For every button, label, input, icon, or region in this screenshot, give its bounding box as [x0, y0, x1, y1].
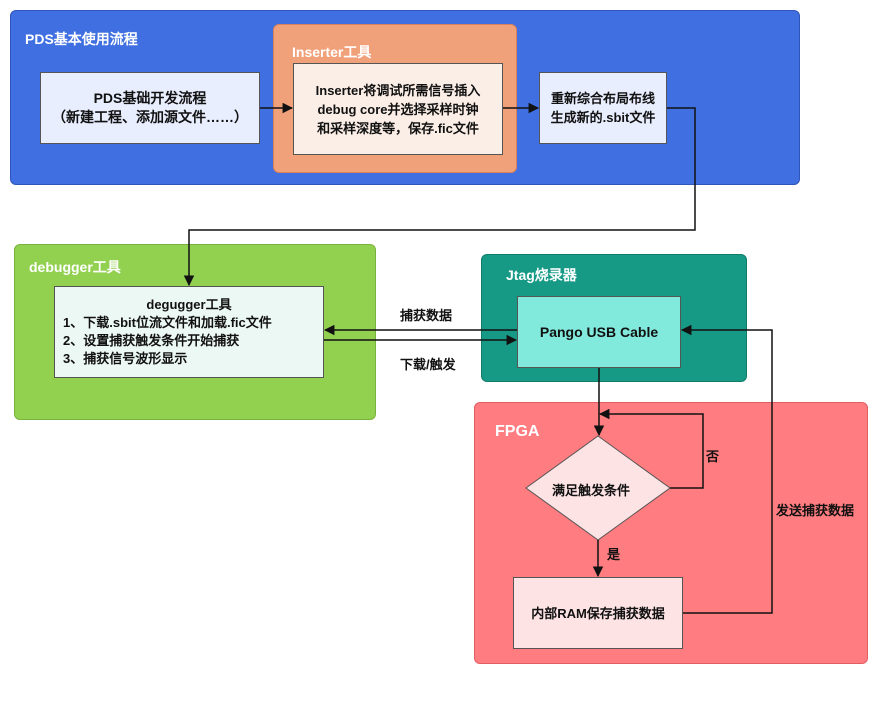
jtag-region-title: Jtag烧录器 — [506, 267, 577, 283]
inserter-line3: 和采样深度等，保存.fic文件 — [317, 120, 479, 136]
pds-flow-node: PDS基础开发流程 （新建工程、添加源文件……） — [40, 72, 260, 144]
degugger-node: degugger工具 1、下载.sbit位流文件和加载.fic文件 2、设置捕获… — [54, 286, 324, 378]
debugger-region-title: debugger工具 — [29, 259, 121, 275]
inserter-line2: debug core并选择采样时钟 — [317, 101, 479, 117]
pango-label: Pango USB Cable — [539, 323, 659, 340]
resynth-line1: 重新综合布局布线 — [550, 91, 655, 106]
ram-node: 内部RAM保存捕获数据 — [513, 577, 683, 649]
condition-label: 满足触发条件 — [552, 483, 631, 498]
inserter-line1: Inserter将调试所需信号插入 — [315, 82, 481, 98]
edge-label-no: 否 — [706, 449, 720, 464]
pds-flow-line2: （新建工程、添加源文件……） — [52, 109, 248, 125]
resynth-node: 重新综合布局布线 生成新的.sbit文件 — [539, 72, 667, 144]
degugger-item-1: 1、下载.sbit位流文件和加载.fic文件 — [63, 315, 272, 330]
inserter-node: Inserter将调试所需信号插入 debug core并选择采样时钟 和采样深… — [293, 63, 503, 155]
pango-usb-cable-node: Pango USB Cable — [517, 296, 681, 368]
edge-label-capture-data: 捕获数据 — [400, 308, 453, 323]
degugger-item-3: 3、捕获信号波形显示 — [63, 351, 188, 366]
inserter-region-title: Inserter工具 — [292, 44, 372, 60]
pds-region-title: PDS基本使用流程 — [25, 31, 138, 47]
edge-label-download-trigger: 下载/触发 — [400, 357, 456, 372]
resynth-line2: 生成新的.sbit文件 — [550, 110, 656, 125]
fpga-region-title: FPGA — [495, 423, 540, 440]
edge-label-send-capture: 发送捕获数据 — [776, 503, 855, 518]
pds-flow-line1: PDS基础开发流程 — [93, 90, 207, 106]
degugger-item-2: 2、设置捕获触发条件开始捕获 — [63, 333, 240, 348]
ram-label: 内部RAM保存捕获数据 — [531, 605, 665, 621]
degugger-title: degugger工具 — [146, 297, 232, 312]
edge-label-yes: 是 — [607, 547, 621, 562]
